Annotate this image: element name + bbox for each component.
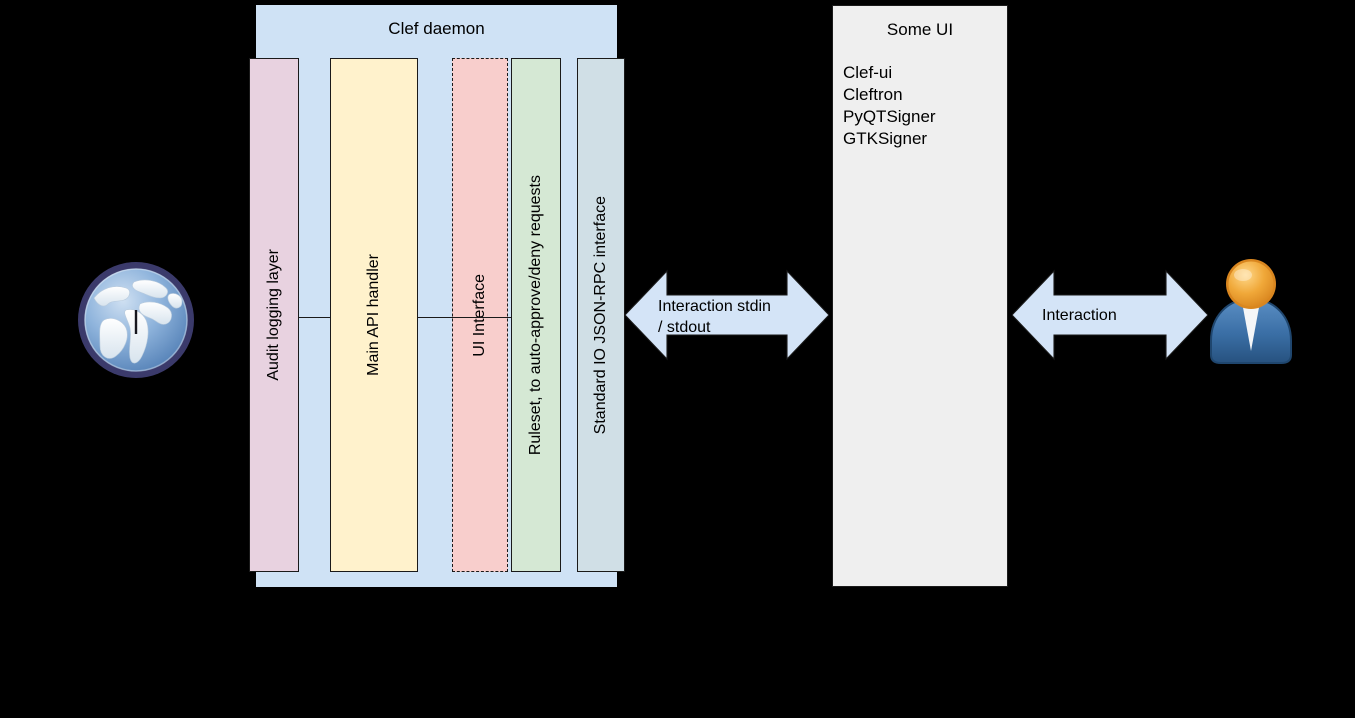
some-ui-title: Some UI xyxy=(886,20,954,39)
column-ui-interface[interactable]: UI Interface xyxy=(452,58,508,572)
column-ruleset[interactable]: Ruleset, to auto-approve/deny requests xyxy=(511,58,561,572)
clef-daemon-title: Clef daemon xyxy=(388,19,485,38)
column-audit-logging-layer[interactable]: Audit logging layer xyxy=(249,58,299,572)
arrow-label-user: Interaction xyxy=(1042,307,1117,324)
list-item: PyQTSigner xyxy=(843,107,936,126)
list-item: Clef-ui xyxy=(843,63,893,82)
globe-icon xyxy=(74,258,198,382)
column-label-stdio: Standard IO JSON-RPC interface xyxy=(592,195,609,435)
list-item: GTKSigner xyxy=(843,129,928,148)
some-ui-list: Clef-ui Cleftron PyQTSigner GTKSigner xyxy=(843,62,1003,150)
arrow-label-stdio-line2: / stdout xyxy=(658,319,711,336)
list-item: Cleftron xyxy=(843,85,903,104)
column-standard-io-jsonrpc-interface[interactable]: Standard IO JSON-RPC interface xyxy=(577,58,625,572)
column-label-audit: Audit logging layer xyxy=(265,249,282,381)
column-main-api-handler[interactable]: Main API handler xyxy=(330,58,418,572)
column-label-ruleset: Ruleset, to auto-approve/deny requests xyxy=(527,174,544,456)
user-icon xyxy=(1205,255,1297,367)
clef-daemon-container xyxy=(256,5,617,587)
connector-line-audit-api xyxy=(298,317,331,318)
connector-line-api-ui xyxy=(417,317,511,318)
column-label-api: Main API handler xyxy=(365,254,382,376)
some-ui-container xyxy=(832,5,1008,587)
arrow-interaction-stdin-stdout: Interaction stdin / stdout xyxy=(625,269,829,361)
arrow-label-stdio-line1: Interaction stdin xyxy=(658,298,771,315)
column-label-ui-interface: UI Interface xyxy=(471,273,488,357)
arrow-interaction-user: Interaction xyxy=(1012,269,1208,361)
